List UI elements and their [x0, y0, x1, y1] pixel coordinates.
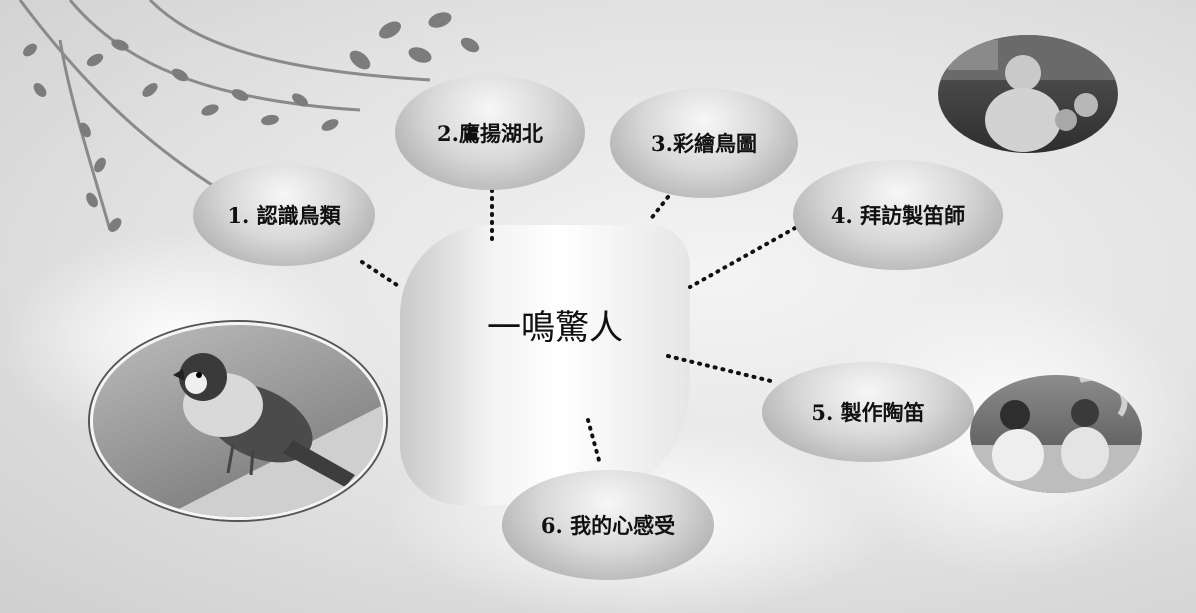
node-recognize-birds: 1. 認識鳥類 [193, 164, 375, 266]
connector-node-6 [586, 418, 602, 466]
connector-node-3 [648, 195, 670, 222]
node-label: 2.鷹揚湖北 [437, 120, 543, 146]
children-making-ocarina-photo [970, 375, 1142, 493]
decorative-branch [18, 0, 480, 232]
node-my-feelings: 6. 我的心感受 [502, 470, 714, 580]
sparrow-photo [90, 322, 386, 520]
connector-node-1 [360, 260, 402, 289]
node-paint-birds: 3.彩繪鳥圖 [610, 88, 798, 198]
node-label: 3.彩繪鳥圖 [651, 131, 757, 156]
node-visit-flute-maker: 4. 拜訪製笛師 [793, 160, 1003, 270]
node-label: 4. 拜訪製笛師 [830, 203, 966, 228]
node-eagle-hubei: 2.鷹揚湖北 [395, 75, 585, 190]
node-label: 5. 製作陶笛 [811, 400, 925, 425]
node-make-ocarina: 5. 製作陶笛 [762, 362, 974, 462]
flute-maker-photo [938, 35, 1118, 153]
center-title: 一鳴驚人 [487, 308, 623, 348]
node-label: 6. 我的心感受 [540, 513, 676, 538]
center-scroll-shape [400, 225, 690, 505]
node-label: 1. 認識鳥類 [227, 203, 341, 228]
connector-node-5 [666, 354, 777, 384]
connector-node-4 [688, 226, 797, 289]
